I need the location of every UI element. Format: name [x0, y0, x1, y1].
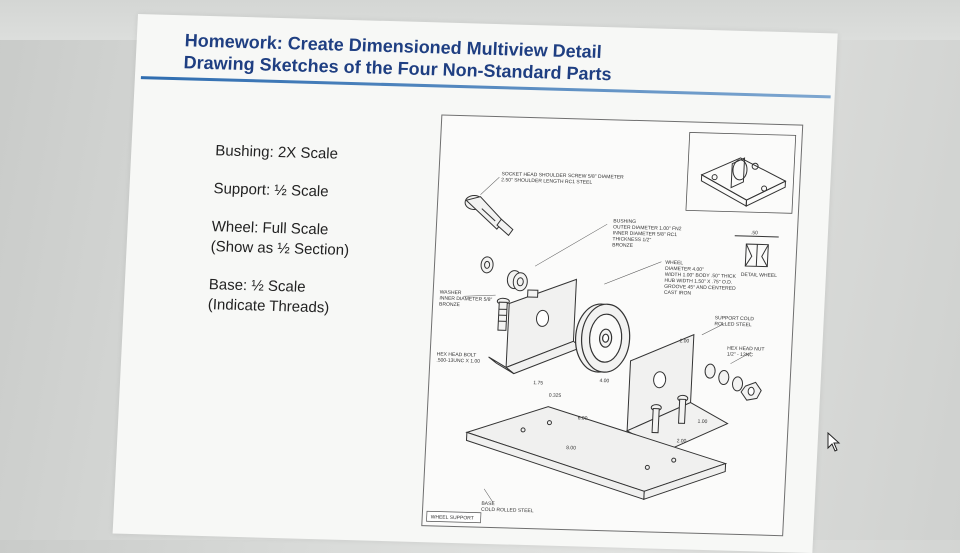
nut-small [528, 290, 538, 297]
callout-nut-2: 1/2" - 13NC [727, 352, 754, 359]
callout-washer-3: BRONZE [439, 302, 461, 309]
assembly-drawing-svg: DETAIL WHEEL .50 SOCKET HEAD SHOULDER SC… [422, 116, 802, 536]
callout-support-2: ROLLED STEEL [714, 321, 752, 328]
dim-base-width: 6.00 [578, 415, 588, 421]
dim-bracket-offset: 1.75 [533, 380, 543, 386]
washer [481, 257, 494, 273]
callout-base-2: COLD ROLLED STEEL [481, 507, 534, 514]
callout-bolt-2: .500-13UNC X 1.00 [436, 357, 480, 364]
spec-base-label: Base: ½ Scale [208, 276, 306, 296]
spec-wheel-note: (Show as ½ Section) [210, 238, 349, 259]
wheel [574, 303, 631, 372]
right-support-bracket [626, 333, 732, 454]
spec-support-label: Support: ½ Scale [213, 180, 329, 200]
dim-detail-width: .50 [751, 230, 758, 236]
callout-wheel-6: CAST IRON [664, 290, 692, 297]
assembly-detail-box [686, 132, 796, 213]
title-block-text: WHEEL SUPPORT [431, 514, 474, 521]
spec-support: Support: ½ Scale [213, 179, 352, 203]
exploded-assembly-drawing: DETAIL WHEEL .50 SOCKET HEAD SHOULDER SC… [421, 115, 803, 537]
hex-bolt-left [496, 298, 510, 330]
dim-base-length: 8.00 [566, 445, 576, 451]
spec-wheel: Wheel: Full Scale (Show as ½ Section) [210, 217, 350, 261]
callout-bushing-5: BRONZE [612, 242, 634, 249]
mouse-cursor-icon [827, 432, 841, 452]
dim-wheel-dia: 4.00 [599, 378, 609, 384]
spec-base-note: (Indicate Threads) [207, 296, 329, 316]
hex-nuts [704, 364, 763, 401]
spec-bushing: Bushing: 2X Scale [215, 141, 354, 165]
dim-support-height: 2.00 [679, 338, 689, 344]
presentation-slide: Homework: Create Dimensioned Multiview D… [113, 14, 838, 553]
spec-bushing-label: Bushing: 2X Scale [215, 142, 338, 162]
callout-detail-wheel: DETAIL WHEEL [741, 272, 778, 279]
slide-title: Homework: Create Dimensioned Multiview D… [183, 29, 613, 85]
dim-base-depth: 2.00 [677, 438, 687, 444]
spec-wheel-label: Wheel: Full Scale [211, 218, 329, 238]
bushing [507, 270, 528, 291]
dim-bolt-spacing: 1.00 [697, 419, 707, 425]
assembly-detail-icon [700, 157, 786, 207]
part-scale-list: Bushing: 2X Scale Support: ½ Scale Wheel… [206, 141, 354, 337]
shoulder-screw [464, 195, 515, 235]
dim-hole-dia: 0.325 [549, 393, 562, 399]
callout-screw-2: 2.50" SHOULDER LENGTH RC1 STEEL [501, 177, 592, 186]
detail-wheel-icon [733, 236, 778, 267]
spec-base: Base: ½ Scale (Indicate Threads) [207, 275, 347, 319]
